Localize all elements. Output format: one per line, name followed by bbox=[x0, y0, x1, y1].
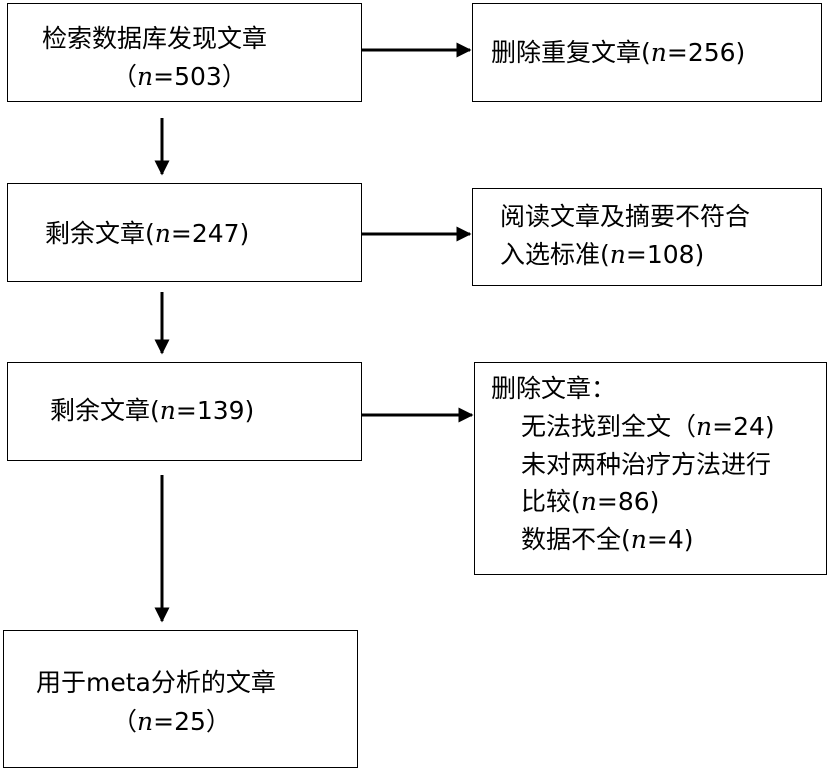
excluded-incomplete-data: 数据不全(n=4) bbox=[521, 525, 694, 554]
search-results-count: （n=503） bbox=[112, 62, 247, 91]
excluded-no-fulltext: 无法找到全文（n=24) bbox=[521, 412, 775, 441]
box-duplicates-removed bbox=[472, 3, 822, 102]
abstract-excluded-line1: 阅读文章及摘要不符合 bbox=[500, 202, 751, 231]
excluded-no-comparison-line1: 未对两种治疗方法进行 bbox=[521, 450, 772, 479]
abstract-excluded-line2: 入选标准(n=108) bbox=[500, 240, 705, 269]
box-search-results bbox=[7, 3, 362, 102]
final-included-count: （n=25） bbox=[112, 707, 231, 736]
search-results-title: 检索数据库发现文章 bbox=[42, 24, 268, 53]
final-included-title: 用于meta分析的文章 bbox=[36, 668, 276, 697]
box-fulltext-excluded bbox=[474, 362, 827, 575]
box-final-included bbox=[3, 630, 358, 768]
box-remaining-139 bbox=[7, 362, 362, 461]
duplicates-removed-label: 删除重复文章(n=256) bbox=[491, 38, 746, 67]
remaining-139-label: 剩余文章(n=139) bbox=[50, 396, 255, 425]
box-remaining-247 bbox=[7, 183, 362, 282]
fulltext-excluded-heading: 删除文章： bbox=[491, 374, 617, 403]
excluded-no-comparison-line2: 比较(n=86) bbox=[521, 487, 660, 516]
remaining-247-label: 剩余文章(n=247) bbox=[45, 219, 250, 248]
box-abstract-excluded bbox=[472, 188, 822, 286]
